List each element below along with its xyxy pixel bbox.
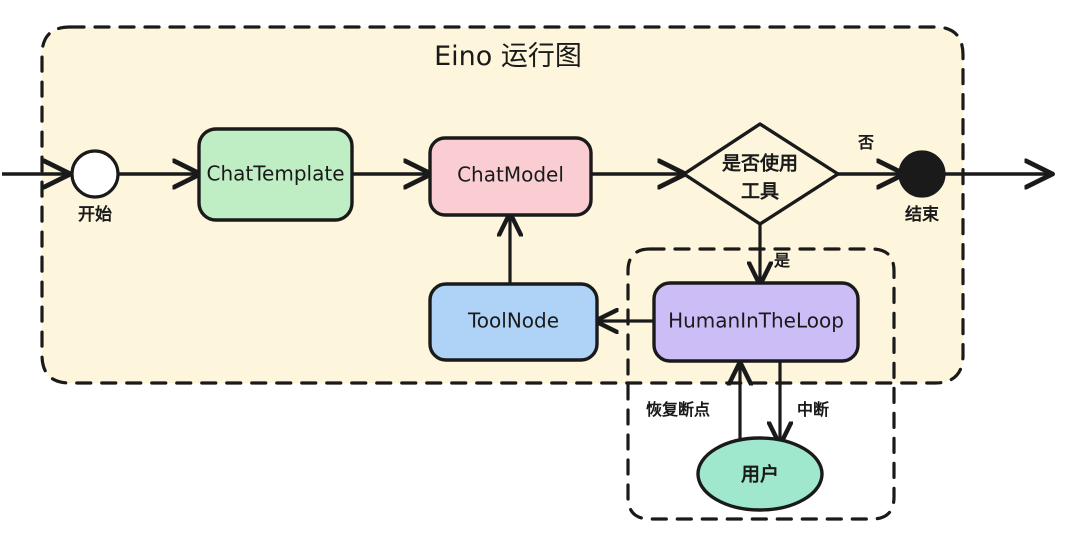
node-end[interactable]: 结束 — [898, 150, 946, 225]
node-chat-template-label: ChatTemplate — [207, 162, 345, 186]
edge-label-interrupt: 中断 — [797, 400, 829, 419]
node-decision-label-line1: 是否使用 — [722, 153, 798, 175]
node-chat-model[interactable]: ChatModel — [428, 136, 593, 217]
node-tool-node-shape[interactable] — [428, 282, 599, 362]
edge-decision-to-end: 否 — [838, 133, 902, 174]
node-human-in-the-loop-shape[interactable] — [652, 281, 860, 363]
node-chat-template-shape[interactable] — [197, 127, 354, 222]
node-chat-model-label: ChatModel — [457, 163, 564, 187]
edge-decision-to-hitl: 是 — [760, 217, 790, 283]
node-user-shape[interactable] — [696, 436, 824, 512]
node-decision-label-line2: 工具 — [741, 181, 779, 203]
edge-user-to-hitl: 恢复断点 — [646, 364, 740, 446]
node-end-label: 结束 — [905, 204, 939, 225]
node-start[interactable]: 开始 — [70, 149, 120, 225]
node-chat-model-shape[interactable] — [428, 136, 593, 217]
node-human-in-the-loop-label: HumanInTheLoop — [668, 309, 844, 333]
edge-label-no: 否 — [857, 133, 874, 152]
main-container-title: Eino 运行图 — [434, 41, 582, 72]
node-decision-shape[interactable] — [682, 122, 840, 226]
node-tool-node-label: ToolNode — [467, 309, 559, 333]
node-tool-node[interactable]: ToolNode — [428, 282, 599, 362]
node-user[interactable]: 用户 — [696, 436, 824, 512]
edge-hitl-to-user: 中断 — [780, 360, 829, 443]
node-start-label: 开始 — [78, 204, 112, 225]
hitl-sub-container — [626, 247, 896, 521]
hitl-sub-container-border — [626, 247, 896, 521]
node-decision[interactable]: 是否使用 工具 — [682, 122, 840, 226]
node-chat-template[interactable]: ChatTemplate — [197, 127, 354, 222]
edge-label-yes: 是 — [773, 251, 790, 270]
node-human-in-the-loop[interactable]: HumanInTheLoop — [652, 281, 860, 363]
node-start-shape[interactable] — [70, 149, 120, 199]
node-user-label: 用户 — [741, 463, 779, 486]
edge-label-resume: 恢复断点 — [646, 400, 710, 419]
node-end-shape[interactable] — [898, 150, 946, 198]
